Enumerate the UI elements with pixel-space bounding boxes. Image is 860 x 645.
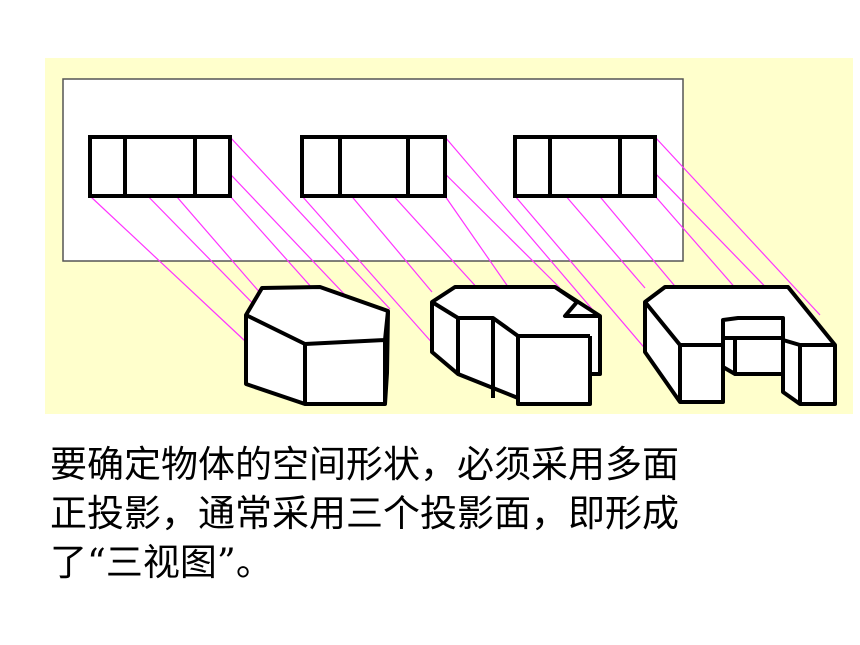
object-hexagonal-prism: [244, 285, 390, 406]
caption-line-1: 要确定物体的空间形状，必须采用多面: [50, 443, 679, 486]
object-u-shaped-block: [643, 285, 837, 406]
caption-line-3: 了“三视图”。: [50, 541, 273, 584]
front-view-2: [300, 135, 447, 198]
caption-line-2: 正投影，通常采用三个投影面，即形成: [50, 492, 679, 535]
caption-text: 要确定物体的空间形状，必须采用多面 正投影，通常采用三个投影面，即形成 了“三视…: [50, 440, 830, 587]
front-view-3: [513, 135, 657, 198]
object-stepped-block: [430, 285, 602, 406]
front-view-1: [88, 135, 232, 198]
